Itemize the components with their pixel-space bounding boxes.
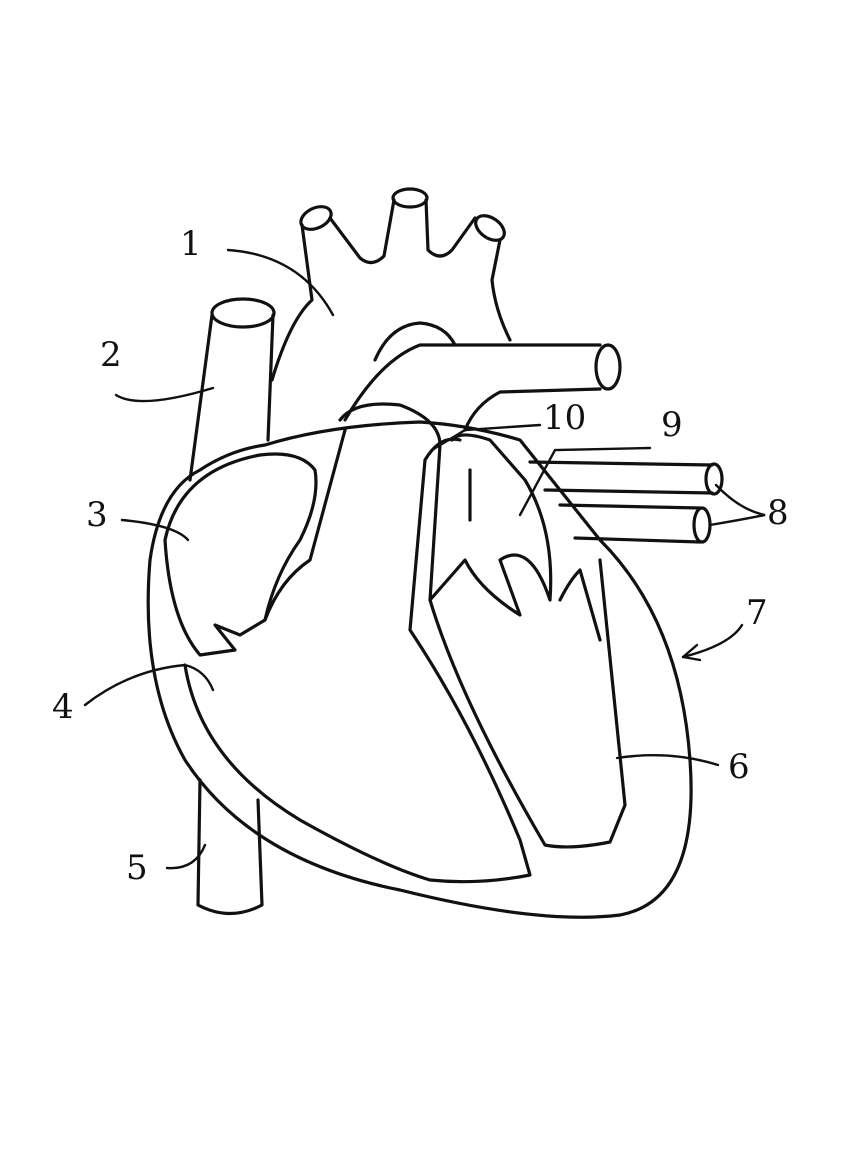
label-2: 2 <box>100 335 122 375</box>
vena-cava <box>188 297 276 915</box>
label-3: 3 <box>86 495 108 535</box>
label-8: 8 <box>767 493 789 533</box>
label-4: 4 <box>52 687 74 727</box>
label-6: 6 <box>728 747 750 787</box>
aorta <box>270 187 512 382</box>
pulmonary-artery <box>343 321 622 432</box>
right-ventricle <box>183 437 532 884</box>
label-7: 7 <box>746 593 768 633</box>
label-1: 1 <box>180 224 202 264</box>
septum <box>338 402 627 849</box>
heart-outline <box>146 420 693 919</box>
right-atrium <box>163 452 318 657</box>
label-5: 5 <box>126 848 148 888</box>
label-10: 10 <box>543 398 587 438</box>
leader-lines <box>83 248 766 870</box>
aorta-inner <box>263 428 347 622</box>
label-9: 9 <box>661 405 683 445</box>
pulmonary-veins <box>528 460 724 544</box>
